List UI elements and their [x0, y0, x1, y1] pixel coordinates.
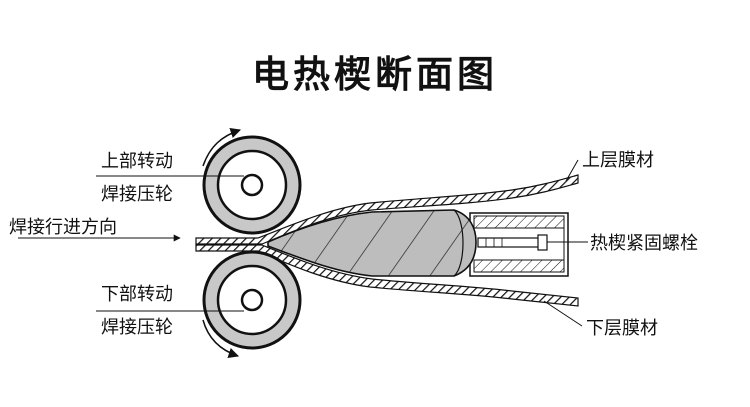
upper-roller-label-line1: 上部转动	[101, 151, 173, 172]
lower-roller-label-line1: 下部转动	[101, 284, 173, 305]
upper-film-layer	[195, 174, 579, 245]
fastening-bolt	[477, 237, 541, 248]
lower-film-leader	[543, 300, 583, 327]
upper-roller-rotation-arrow	[202, 128, 241, 167]
diagram-title: 电热楔断面图	[252, 53, 498, 96]
lower-film-layer	[195, 244, 579, 307]
upper-film-leader	[565, 159, 579, 182]
wedge-holder-assembly	[469, 212, 569, 277]
lower-roller	[202, 250, 302, 350]
lower-roller-rotation-arrow	[202, 319, 239, 358]
lower-roller-label-line2: 焊接压轮	[101, 317, 173, 338]
heated-wedge	[267, 209, 477, 277]
upper-film-label: 上层膜材	[582, 150, 654, 171]
lower-film-label: 下层膜材	[586, 318, 658, 339]
weld-direction-label: 焊接行进方向	[9, 217, 117, 238]
wedge-bolt-label: 热楔紧固螺栓	[590, 233, 698, 254]
upper-roller-label-line2: 焊接压轮	[101, 184, 173, 205]
upper-roller	[202, 135, 302, 235]
